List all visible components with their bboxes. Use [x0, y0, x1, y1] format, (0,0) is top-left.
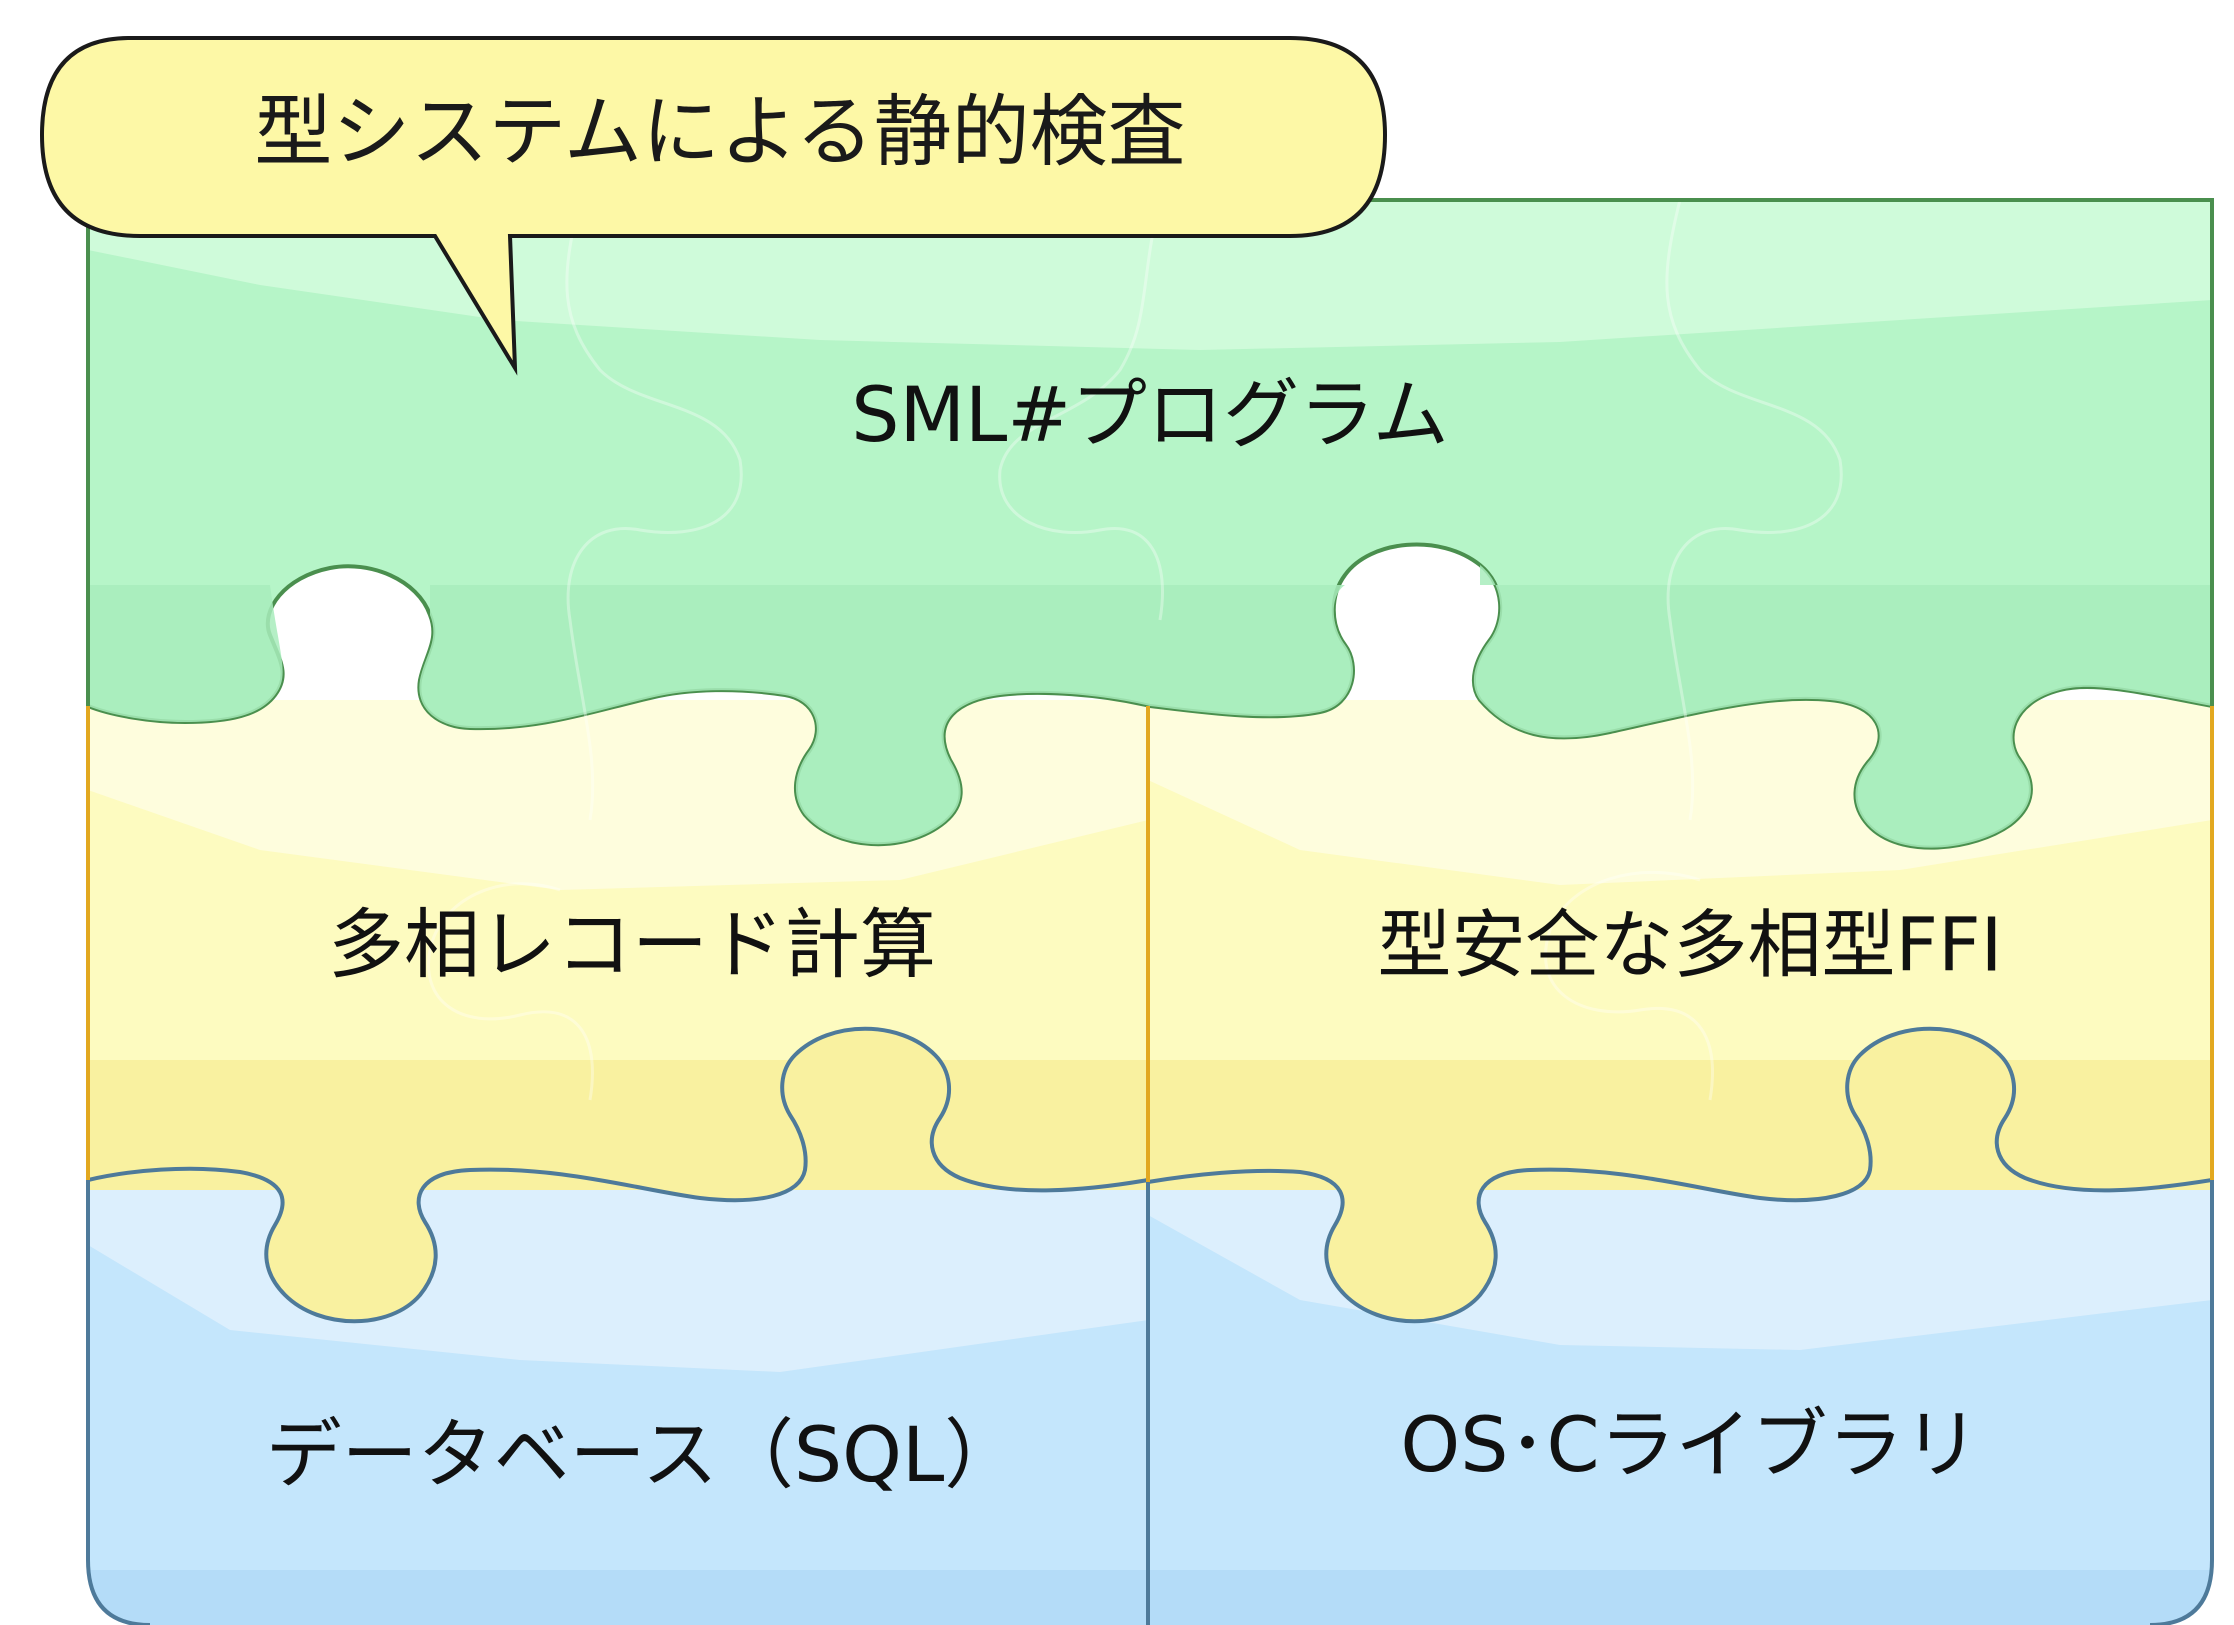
ghost-puzzle-lines [427, 200, 1843, 1101]
label-bottom-right: OS･Cライブラリ [1400, 1400, 1979, 1489]
puzzle-frame [88, 200, 2212, 1625]
frame-left-bottom-outline [86, 1180, 151, 1625]
piece-bottom-left [88, 1180, 1148, 1625]
label-middle-left: 多相レコード計算 [328, 900, 936, 989]
callout-text: 型システムによる静的検査 [254, 87, 1185, 177]
label-middle-right: 型安全な多相型FFI [1378, 903, 2003, 989]
callout-bubble: 型システムによる静的検査 [39, 36, 1388, 376]
label-bottom-left: データベース（SQL） [266, 1410, 1021, 1499]
label-top: SML#プログラム [851, 370, 1449, 459]
frame-right-bottom-outline [2149, 1180, 2214, 1625]
piece-top [88, 200, 2212, 850]
